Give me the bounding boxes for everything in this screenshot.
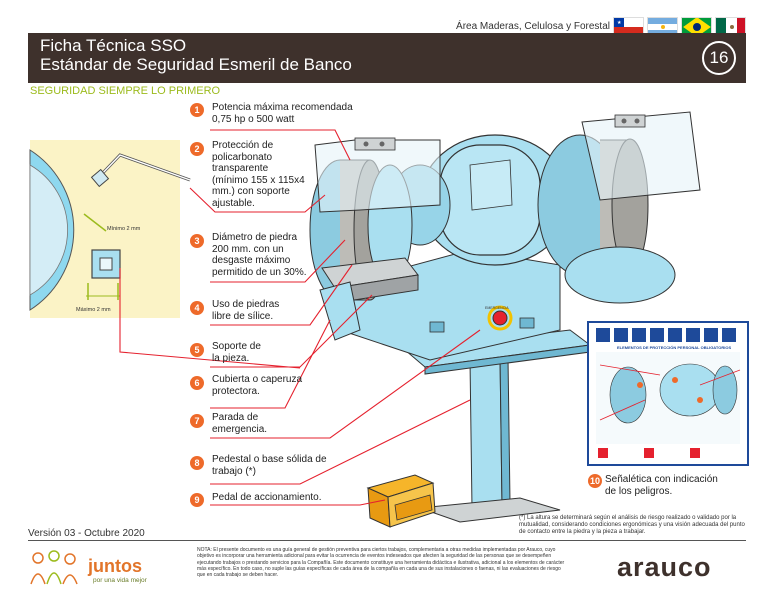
- max-gap-label: Máximo 2 mm: [76, 307, 111, 313]
- item-2-line-4: (mínimo 155 x 115x4: [212, 174, 305, 186]
- item-3-line-4: permitido de un 30%.: [212, 266, 307, 278]
- polycarbonate-shield: [314, 139, 441, 213]
- min-gap-label: Mínimo 2 mm: [107, 226, 141, 232]
- bullet-9: 9: [190, 493, 204, 507]
- item-1-line-1: Potencia máxima recomendada: [212, 102, 353, 113]
- bullet-5: 5: [190, 343, 204, 357]
- bullet-7: 7: [190, 414, 204, 428]
- bullet-4: 4: [190, 301, 204, 315]
- emergency-label: EMERGENCIA: [485, 306, 509, 310]
- item-2-line-3: transparente: [212, 163, 269, 174]
- item-10: Señalética con indicación de los peligro…: [605, 474, 718, 497]
- item-10-line-1: Señalética con indicación: [605, 474, 718, 485]
- emergency-stop-icon: [492, 310, 508, 326]
- disclaimer-note: NOTA: El presente documento es una guía …: [197, 547, 565, 579]
- pedestal: [403, 329, 592, 523]
- item-7: Parada de emergencia.: [212, 412, 267, 435]
- bullet-10: 10: [588, 474, 602, 488]
- item-7-line-2: emergencia.: [212, 423, 268, 435]
- item-4: Uso de piedras libre de sílice.: [212, 299, 279, 322]
- bullet-2: 2: [190, 142, 204, 156]
- bullet-3: 3: [190, 234, 204, 248]
- right-wheel: [537, 111, 701, 304]
- bullet-6: 6: [190, 376, 204, 390]
- item-2-line-6: ajustable.: [212, 197, 255, 209]
- bullet-8: 8: [190, 456, 204, 470]
- item-9-line-1: Pedal de accionamiento.: [212, 492, 322, 503]
- version-label: Versión 03 - Octubre 2020: [28, 528, 145, 539]
- item-5: Soporte de la pieza.: [212, 341, 261, 364]
- item-3: Diámetro de piedra 200 mm. con un desgas…: [212, 232, 307, 278]
- juntos-tagline: por una vida mejor: [93, 577, 147, 584]
- title-line-1: Ficha Técnica SSO: [40, 36, 187, 55]
- top-bar: Área Maderas, Celulosa y Forestal ★: [0, 8, 768, 35]
- item-4-line-2: libre de sílice.: [212, 310, 274, 322]
- arauco-logo: arauco: [617, 552, 712, 582]
- item-7-line-1: Parada de: [212, 412, 259, 423]
- foot-pedal: [366, 474, 436, 528]
- item-2-line-5: mm.) con soporte: [212, 186, 290, 197]
- item-1: Potencia máxima recomendada 0,75 hp o 50…: [212, 102, 353, 125]
- slogan: SEGURIDAD SIEMPRE LO PRIMERO: [30, 85, 221, 97]
- item-5-line-2: la pieza.: [212, 352, 250, 364]
- sign-title: ELEMENTOS DE PROTECCIÓN PERSONAL OBLIGAT…: [617, 345, 732, 350]
- item-8: Pedestal o base sólida de trabajo (*): [212, 454, 327, 477]
- header-banner: Ficha Técnica SSO Estándar de Seguridad …: [28, 33, 746, 83]
- item-9: Pedal de accionamiento.: [212, 492, 322, 504]
- item-2-line-1: Protección de: [212, 140, 274, 151]
- item-8-line-2: trabajo (*): [212, 465, 256, 477]
- item-3-line-2: 200 mm. con un: [212, 243, 284, 255]
- item-2: Protección de policarbonato transparente…: [212, 140, 305, 209]
- item-6: Cubierta o caperuza protectora.: [212, 374, 302, 397]
- detail-inset: [29, 140, 191, 318]
- item-2-line-2: policarbonato: [212, 151, 273, 163]
- juntos-people-icon: [30, 550, 78, 585]
- item-3-line-3: desgaste máximo: [212, 255, 291, 266]
- item-4-line-1: Uso de piedras: [212, 299, 280, 310]
- juntos-logo-text: juntos: [88, 556, 142, 576]
- item-1-line-2: 0,75 hp o 500 watt: [212, 113, 295, 125]
- country-flags: ★: [613, 17, 746, 35]
- footer-divider: [28, 540, 746, 541]
- item-10-line-2: de los peligros.: [605, 485, 673, 497]
- item-6-line-1: Cubierta o caperuza: [212, 374, 303, 385]
- bench-grinder-illustration: [29, 111, 749, 528]
- area-label: Área Maderas, Celulosa y Forestal: [456, 21, 610, 32]
- leader-lines: [119, 129, 481, 506]
- safety-sign: [587, 321, 749, 466]
- item-5-line-1: Soporte de: [212, 341, 261, 352]
- sheet-number-badge: 16: [702, 41, 736, 75]
- page-title: Ficha Técnica SSO Estándar de Seguridad …: [40, 36, 352, 74]
- footnote: (*) La altura se determinará según el an…: [519, 515, 745, 535]
- title-line-2: Estándar de Seguridad Esmeril de Banco: [40, 55, 352, 74]
- item-3-line-1: Diámetro de piedra: [212, 232, 298, 243]
- item-8-line-1: Pedestal o base sólida de: [212, 454, 327, 465]
- item-6-line-2: protectora.: [212, 385, 260, 397]
- bullet-1: 1: [190, 103, 204, 117]
